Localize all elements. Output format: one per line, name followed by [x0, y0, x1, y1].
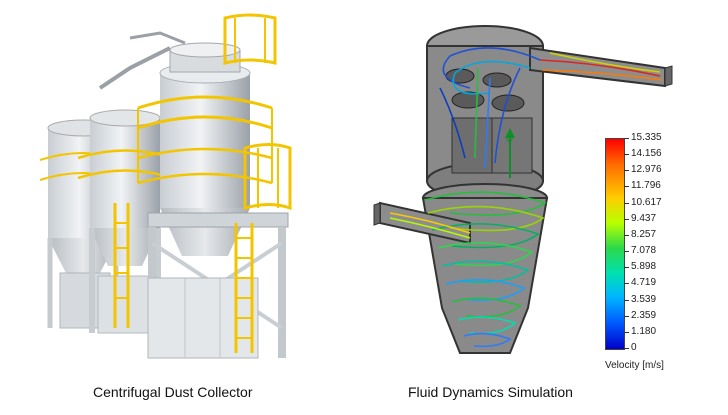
legend-value-label: 3.539: [631, 294, 657, 305]
legend-tick: [624, 316, 629, 317]
legend-tick: [624, 186, 629, 187]
legend-tick: [624, 332, 629, 333]
legend-value-label: 8.257: [631, 229, 657, 240]
legend-tick: [624, 203, 629, 204]
dust-collector-drawing: [39, 13, 292, 359]
cyclone-velocity-drawing: Y: [373, 25, 673, 354]
legend-tick: [624, 235, 629, 236]
legend-value-label: 1.180: [631, 326, 657, 337]
velocity-legend-title: Velocity [m/s]: [605, 360, 664, 371]
front-collector: [98, 13, 292, 359]
legend-tick: [624, 283, 629, 284]
legend-tick: [624, 300, 629, 301]
legend-value-label: 15.335: [631, 132, 662, 143]
legend-tick: [624, 348, 629, 349]
legend-value-label: 7.078: [631, 245, 657, 256]
velocity-colorbar: [605, 138, 625, 350]
legend-tick: [624, 138, 629, 139]
legend-value-label: 2.359: [631, 310, 657, 321]
caption-dust-collector: Centrifugal Dust Collector: [93, 384, 253, 400]
velocity-legend: 15.335 14.156 12.976 11.796 10.617 9.437 8.257…: [605, 133, 705, 378]
legend-value-label: 9.437: [631, 213, 657, 224]
cfd-simulation-illustration: Y: [360, 8, 720, 368]
caption-fluid-simulation: Fluid Dynamics Simulation: [408, 384, 573, 400]
streamlines: [389, 47, 663, 348]
legend-tick: [624, 219, 629, 220]
dust-collector-illustration: [20, 8, 350, 368]
legend-value-label: 10.617: [631, 197, 662, 208]
legend-tick: [624, 154, 629, 155]
legend-value-label: 0: [631, 342, 637, 353]
legend-tick: [624, 251, 629, 252]
legend-tick: [624, 170, 629, 171]
middle-collector: [77, 109, 173, 334]
legend-value-label: 11.796: [631, 180, 661, 191]
legend-value-label: 14.156: [631, 148, 662, 159]
legend-tick: [624, 267, 629, 268]
legend-value-label: 5.898: [631, 261, 657, 272]
legend-value-label: 12.976: [631, 164, 662, 175]
y-axis-label: Y: [506, 137, 514, 149]
legend-value-label: 4.719: [631, 277, 657, 288]
